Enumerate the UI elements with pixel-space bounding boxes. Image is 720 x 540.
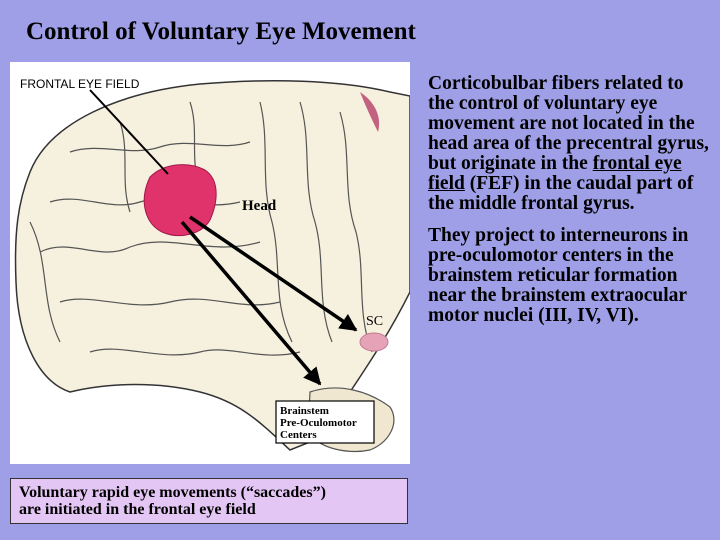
body-text: Corticobulbar fibers related to the cont…	[428, 74, 714, 338]
paragraph-2: They project to interneurons in pre-ocul…	[428, 225, 689, 326]
slide-title: Control of Voluntary Eye Movement	[26, 18, 416, 45]
fef-label: FRONTAL EYE FIELD	[20, 77, 140, 91]
fef-region	[143, 164, 217, 236]
brain-figure: FRONTAL EYE FIELD Head SC Brainstem Pre-…	[10, 62, 410, 464]
head-label: Head	[242, 198, 277, 214]
caption-line-2: are initiated in the frontal eye field	[19, 501, 256, 518]
sc-label: SC	[366, 314, 383, 329]
brainstem-box	[275, 400, 375, 444]
brainstem-line-1: Brainstem	[280, 405, 329, 417]
brainstem-line-2: Pre-Oculomotor	[280, 417, 357, 429]
fef-pointer-line	[89, 89, 169, 175]
sc-region	[359, 332, 389, 352]
caption-line-1: Voluntary rapid eye movements (“saccades…	[19, 484, 326, 501]
figure-caption: Voluntary rapid eye movements (“saccades…	[10, 478, 408, 524]
p1-text-end: (FEF) in the caudal part of the middle f…	[428, 173, 694, 214]
arrow-to-sc	[189, 215, 358, 332]
p1-text-start: Corticobulbar fibers related to the cont…	[428, 73, 709, 174]
arrow-to-brainstem	[180, 220, 322, 386]
paragraph-1: Corticobulbar fibers related to the cont…	[428, 74, 714, 214]
brainstem-line-3: Centers	[280, 429, 317, 441]
brain-illustration: FRONTAL EYE FIELD Head SC Brainstem Pre-…	[14, 77, 410, 453]
fef-underlined-term: frontal eye field	[428, 153, 682, 194]
